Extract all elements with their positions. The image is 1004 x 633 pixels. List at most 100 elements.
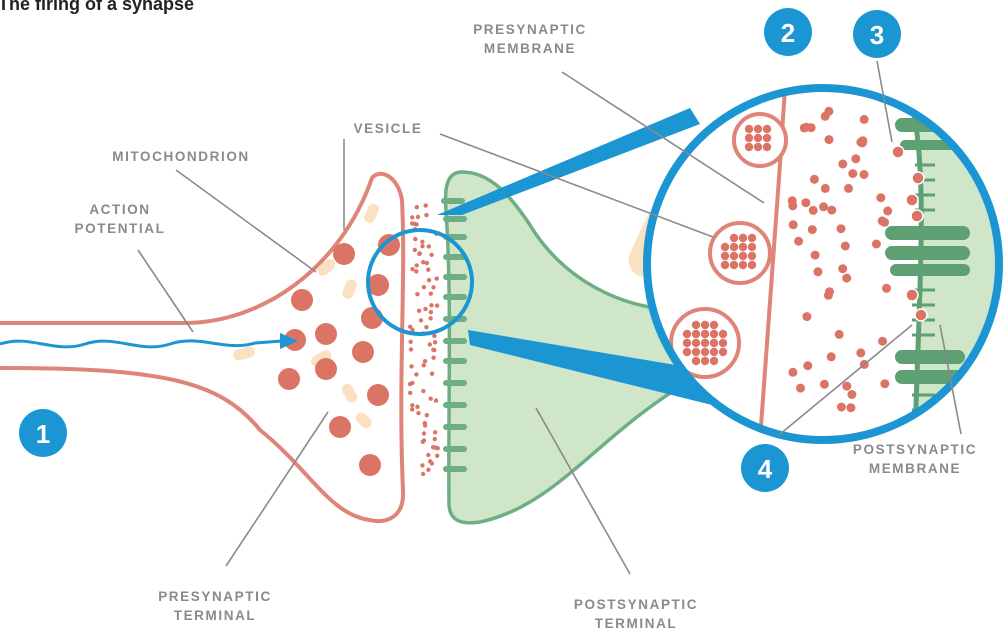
- neurotransmitter-dot: [809, 206, 818, 215]
- label-postsynaptic-membrane-1: POSTSYNAPTIC: [853, 442, 977, 457]
- svg-text:3: 3: [870, 20, 884, 50]
- vesicle: [315, 358, 337, 380]
- neurotransmitter-dot: [701, 339, 709, 347]
- neurotransmitter-dot: [414, 372, 418, 376]
- neurotransmitter-dot: [810, 175, 819, 184]
- neurotransmitter-dot: [851, 154, 860, 163]
- neurotransmitter-dot: [721, 252, 729, 260]
- neurotransmitter-dot: [424, 213, 428, 217]
- neurotransmitter-dot: [426, 268, 430, 272]
- neurotransmitter-dot: [701, 321, 709, 329]
- neurotransmitter-dot: [430, 372, 434, 376]
- vesicle: [367, 384, 389, 406]
- neurotransmitter-dot: [739, 234, 747, 242]
- neurotransmitter-dot: [800, 123, 809, 132]
- neurotransmitter-dot: [878, 216, 887, 225]
- neurotransmitter-dot: [435, 454, 439, 458]
- neurotransmitter-dot: [856, 138, 865, 147]
- neurotransmitter-dot: [719, 339, 727, 347]
- svg-text:1: 1: [36, 419, 50, 449]
- neurotransmitter-dot: [692, 339, 700, 347]
- neurotransmitter-dot: [431, 356, 435, 360]
- vesicle: [315, 323, 337, 345]
- neurotransmitter-dot: [414, 269, 418, 273]
- neurotransmitter-dot: [794, 237, 803, 246]
- neurotransmitter-dot: [433, 437, 437, 441]
- neurotransmitter-dot: [423, 421, 427, 425]
- neurotransmitter-dot: [701, 330, 709, 338]
- neurotransmitter-dot: [423, 307, 427, 311]
- neurotransmitter-dot: [422, 285, 426, 289]
- neurotransmitter-dot: [427, 278, 431, 282]
- vesicle: [359, 454, 381, 476]
- label-presynaptic-terminal-1: PRESYNAPTIC: [158, 589, 272, 604]
- neurotransmitter-dot: [421, 389, 425, 393]
- neurotransmitter-dot: [838, 264, 847, 273]
- neurotransmitter-dot: [754, 125, 762, 133]
- neurotransmitter-dot: [431, 285, 435, 289]
- neurotransmitter-dot: [827, 352, 836, 361]
- neurotransmitter-dot: [415, 263, 419, 267]
- neurotransmitter-dot: [730, 234, 738, 242]
- step-badge-1: 1: [19, 409, 67, 457]
- leader-action-potential: [138, 250, 193, 332]
- step-badge-2: 2: [764, 8, 812, 56]
- neurotransmitter-dot: [880, 379, 889, 388]
- neurotransmitter-dot: [847, 390, 856, 399]
- neurotransmitter-dot: [882, 284, 891, 293]
- neurotransmitter-dot: [754, 134, 762, 142]
- neurotransmitter-dot: [763, 134, 771, 142]
- neurotransmitter-dot: [424, 325, 428, 329]
- neurotransmitter-dot: [416, 215, 420, 219]
- neurotransmitter-dot: [719, 348, 727, 356]
- label-presynaptic-terminal-2: TERMINAL: [174, 608, 257, 623]
- neurotransmitter-dot: [410, 381, 414, 385]
- neurotransmitter-dot: [721, 261, 729, 269]
- neurotransmitter-dot: [409, 347, 413, 351]
- neurotransmitter-dot: [856, 348, 865, 357]
- neurotransmitter-dot: [837, 403, 846, 412]
- neurotransmitters: [408, 203, 440, 476]
- neurotransmitter-dot: [842, 274, 851, 283]
- neurotransmitter-dot: [415, 292, 419, 296]
- neurotransmitter-dot: [821, 184, 830, 193]
- neurotransmitter-dot: [419, 318, 423, 322]
- neurotransmitter-dot: [710, 339, 718, 347]
- neurotransmitter-dot: [848, 169, 857, 178]
- neurotransmitter-dot: [730, 243, 738, 251]
- neurotransmitter-dot: [821, 112, 830, 121]
- neurotransmitter-dot: [418, 251, 422, 255]
- neurotransmitter-dot: [421, 472, 425, 476]
- neurotransmitter-dot: [429, 397, 433, 401]
- neurotransmitter-dot: [883, 207, 892, 216]
- neurotransmitter-dot: [416, 411, 420, 415]
- neurotransmitter-dot: [435, 303, 439, 307]
- label-postsynaptic-terminal-2: TERMINAL: [595, 616, 678, 631]
- neurotransmitter-dot: [428, 316, 432, 320]
- neurotransmitter-dot: [420, 244, 424, 248]
- neurotransmitter-dot: [434, 398, 438, 402]
- neurotransmitter-dot: [692, 348, 700, 356]
- neurotransmitter-dot: [803, 361, 812, 370]
- neurotransmitter-dot: [842, 382, 851, 391]
- neurotransmitter-dot: [408, 391, 412, 395]
- vesicle: [329, 416, 351, 438]
- vesicle: [333, 243, 355, 265]
- neurotransmitter-dot: [745, 125, 753, 133]
- neurotransmitter-dot: [423, 359, 427, 363]
- neurotransmitter-dot: [710, 357, 718, 365]
- label-mitochondrion: MITOCHONDRION: [112, 149, 250, 164]
- neurotransmitter-dot: [409, 340, 413, 344]
- neurotransmitter-dot: [415, 405, 419, 409]
- neurotransmitter-dot: [413, 248, 417, 252]
- neurotransmitter-dot: [435, 276, 439, 280]
- neurotransmitter-dot: [789, 220, 798, 229]
- neurotransmitter-dot: [820, 380, 829, 389]
- neurotransmitter-dot: [683, 330, 691, 338]
- neurotransmitter-dot: [436, 446, 440, 450]
- neurotransmitter-dot: [730, 261, 738, 269]
- neurotransmitter-dot: [739, 243, 747, 251]
- vesicle: [291, 289, 313, 311]
- neurotransmitter-dot: [429, 310, 433, 314]
- neurotransmitter-dot: [433, 340, 437, 344]
